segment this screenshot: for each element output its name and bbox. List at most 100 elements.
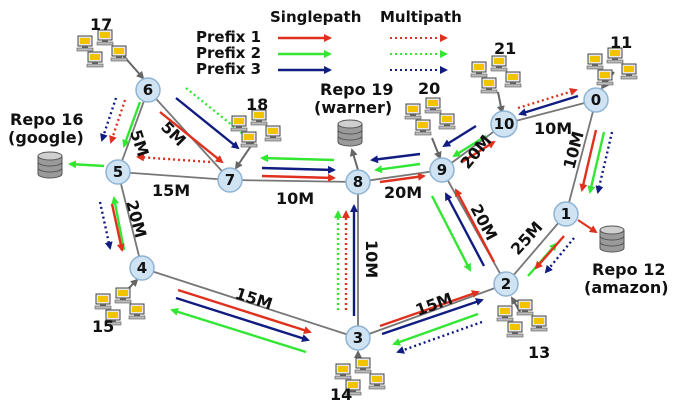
host-20-icon [405,98,455,135]
edge-7-8 [229,179,359,183]
arrow-blue-dot-5-4 [98,201,113,250]
router-6: 6 [135,77,161,103]
edge-10-0 [503,99,597,125]
repo-19-owner: (warner) [314,98,392,117]
repo-12-owner: (amazon) [584,278,669,297]
edge-label-7-8: 10M [276,189,314,208]
router-10: 10 [490,110,518,138]
arrow-blue-10-9 [442,124,477,148]
router-9: 9 [429,157,455,183]
edge-0-1 [565,99,597,215]
arrow-red-dot-7-5 [136,153,211,164]
edge-5-4 [117,171,143,269]
edge-label-5-7: 15M [152,181,190,200]
arrow-green-8-7 [260,154,335,163]
edge-label-8-3: 10M [362,240,381,278]
repo-19-icon [337,119,363,147]
link-21-10 [496,91,505,114]
legend: Singlepath Multipath Prefix 1 Prefix 2 P… [196,8,462,78]
router-0: 0 [583,87,609,113]
svg-text:6: 6 [143,81,153,99]
arrow-blue-0-10 [518,94,579,117]
arrow-blue-4-3 [175,296,310,342]
host-13-icon [497,300,547,337]
arrow-green-5-repo16 [68,160,105,169]
edge-8-9 [357,169,443,183]
router-7: 7 [217,167,243,193]
arrow-blue-9-8 [370,152,421,164]
edge-label-6-7: 5M [157,117,190,150]
svg-text:1: 1 [561,205,571,223]
legend-col-singlepath: Singlepath [270,8,361,26]
router-2: 2 [493,271,519,297]
host-label-18: 18 [246,95,268,114]
host-label-20: 20 [418,79,440,98]
legend-label-prefix-2: Prefix 2 [196,44,261,62]
host-21-icon [471,56,521,93]
legend-label-prefix-3: Prefix 3 [196,60,261,78]
arrow-green-9-8 [374,162,421,174]
edge-1-2 [505,213,567,285]
svg-text:8: 8 [353,173,363,191]
host-label-13: 13 [528,343,550,362]
repos: Repo 16 (google) Repo 19 (warner) Repo 1… [8,80,669,297]
svg-text:2: 2 [501,275,511,293]
edge-label-1-2: 25M [507,218,547,259]
host-11-icon [587,48,637,85]
edge-9-2 [441,169,507,285]
topology-edges [117,89,597,339]
router-1: 1 [553,201,579,227]
host-17-icon [77,30,127,67]
arrow-blue-7-8 [261,165,336,174]
link-8-repo19 [349,148,359,171]
host-label-15: 15 [92,317,114,336]
repo-16-owner: (google) [8,128,84,147]
svg-text:7: 7 [225,171,235,189]
host-labels: 17 18 20 21 11 15 14 13 [90,15,632,404]
legend-label-prefix-1: Prefix 1 [196,28,261,46]
edge-6-5 [117,89,149,173]
arrow-red-dot-10-0 [517,87,578,110]
edge-label-9-10: 20M [457,131,496,172]
arrow-blue-dot-6-5 [100,97,118,142]
edge-label-8-9: 20M [384,183,422,202]
arrow-green-2-3 [392,312,479,346]
link-20-9 [431,137,442,160]
svg-text:5: 5 [113,163,123,181]
repo-16-icon [37,151,63,179]
routers: 0 1 2 3 4 5 6 7 [105,77,609,351]
router-8: 8 [345,169,371,195]
host-18-icon [231,110,281,147]
arrow-blue-dot-1-2 [544,237,575,274]
edge-5-7 [117,171,231,181]
arrow-green-4-5 [111,196,126,251]
arrow-red-9-10 [461,140,496,164]
router-5: 5 [105,159,131,185]
arrow-red-6-7 [159,111,224,164]
svg-text:0: 0 [591,91,601,109]
arrow-green-6-5 [122,101,142,148]
edge-4-3 [141,267,359,339]
arrow-red-0-1 [579,129,598,192]
host-label-17: 17 [90,15,112,34]
arrow-green-10-9 [452,134,487,158]
repo-12-icon [599,225,625,253]
arrow-red-2-9 [454,188,496,263]
repo-16-name: Repo 16 [10,110,83,129]
host-label-14: 14 [330,385,352,404]
arrow-blue-dot-0-1 [595,131,614,194]
router-3: 3 [345,325,371,351]
arrow-red-5-4 [110,203,125,252]
host-label-21: 21 [494,39,516,58]
edge-label-5-4: 20M [122,198,150,240]
arrow-red-dot-6-5 [109,99,127,144]
arrow-red-8-9 [379,172,426,184]
arrow-green-9-2 [430,195,472,272]
host-label-11: 11 [610,33,632,52]
arrow-blue-2-9 [444,192,486,267]
edge-label-6-5: 5M [126,127,152,159]
arrow-red-1-2 [534,235,565,270]
edge-3-2 [357,283,507,339]
arrow-red-7-8 [261,173,336,182]
